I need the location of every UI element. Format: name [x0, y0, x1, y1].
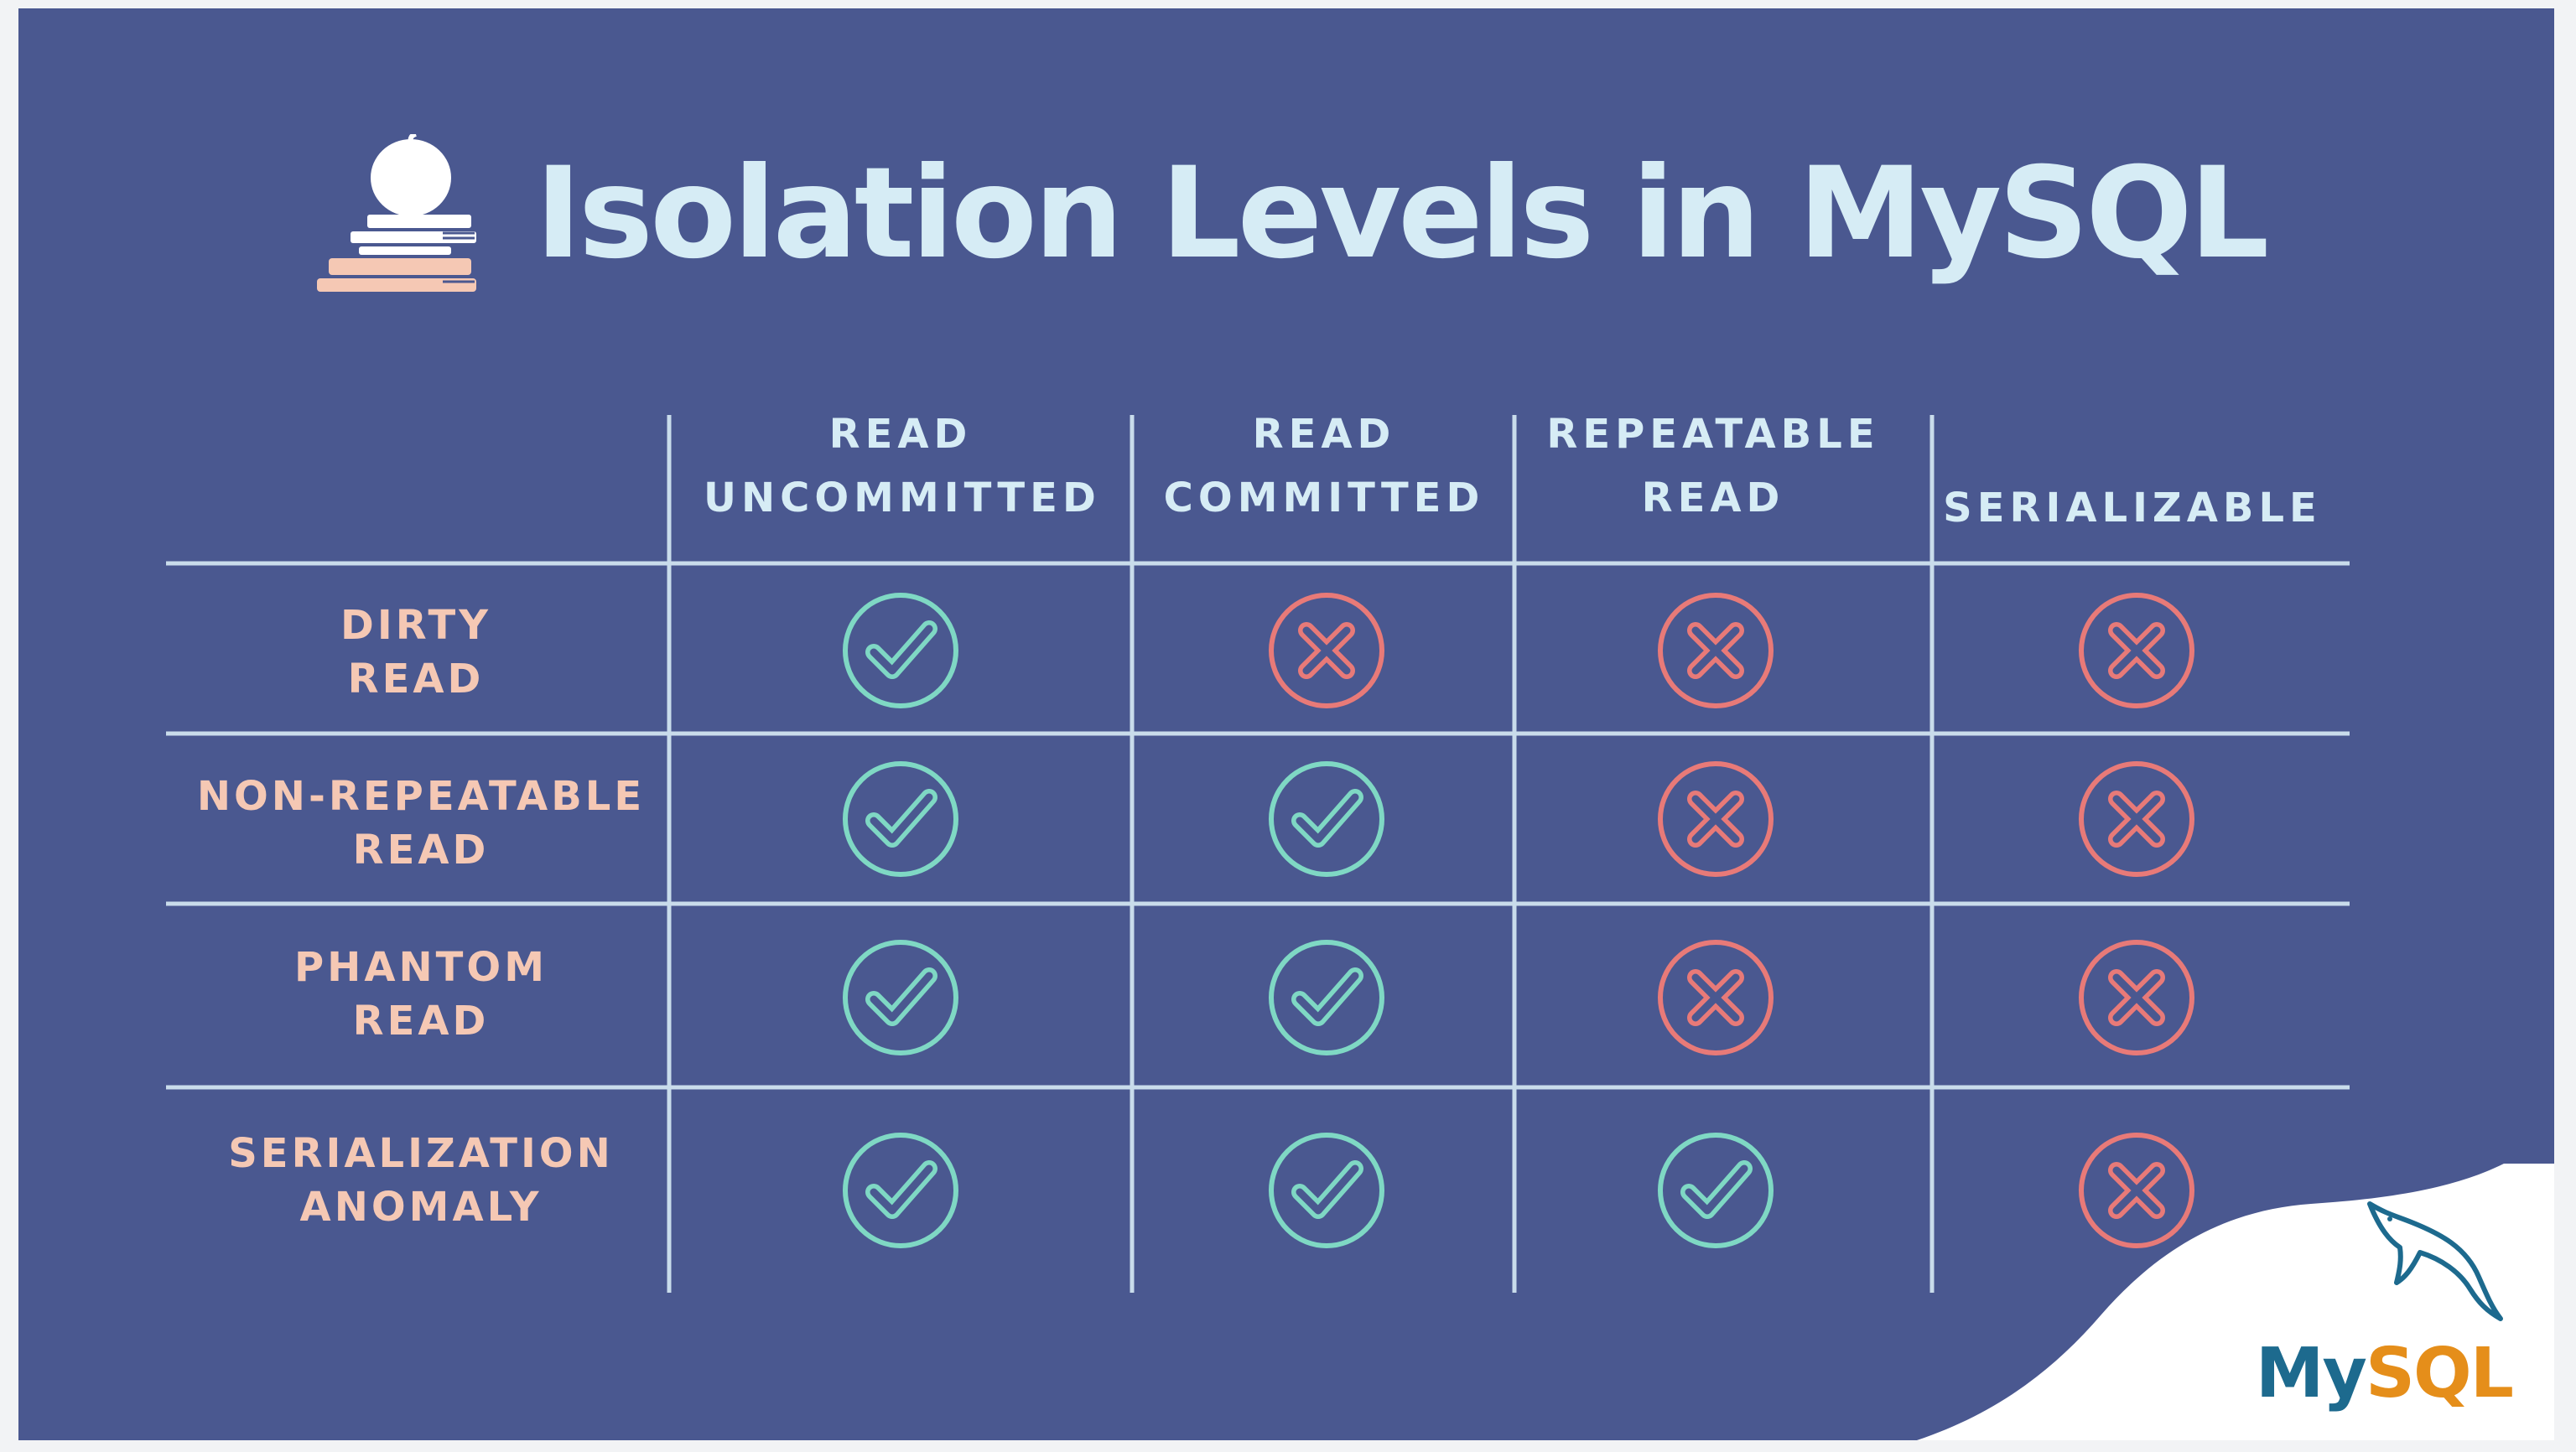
- cross-circle-icon: [2079, 1133, 2194, 1248]
- row-header-line: READ: [352, 827, 490, 874]
- check-circle-icon: [843, 1133, 958, 1248]
- check-circle-icon: [843, 761, 958, 877]
- row-header-line: DIRTY: [340, 602, 491, 649]
- cross-circle-icon: [1269, 593, 1384, 708]
- row-header-line: PHANTOM: [294, 944, 548, 991]
- slide: Isolation Levels in MySQL READ UNCOMMITT…: [18, 8, 2554, 1440]
- title-text: Isolation Levels in MySQL: [535, 141, 2269, 287]
- column-header-read-committed: READ COMMITTED: [1127, 402, 1521, 530]
- column-header-line: READ: [1252, 411, 1396, 458]
- column-header-line: REPEATABLE: [1546, 411, 1880, 458]
- column-header-line: READ: [1641, 474, 1785, 521]
- books-apple-icon: [317, 134, 476, 292]
- column-header-line: UNCOMMITTED: [704, 474, 1101, 521]
- row-header-phantom-read: PHANTOM READ: [169, 941, 673, 1048]
- check-circle-icon: [843, 593, 958, 708]
- cross-circle-icon: [1658, 593, 1774, 708]
- column-header-repeatable-read: REPEATABLE READ: [1516, 402, 1910, 530]
- row-header-line: ANOMALY: [299, 1184, 543, 1231]
- cross-circle-icon: [2079, 761, 2194, 877]
- logo-sql: SQL: [2365, 1334, 2514, 1413]
- row-header-line: READ: [347, 656, 485, 703]
- column-header-line: READ: [828, 411, 973, 458]
- row-header-serialization-anomaly: SERIALIZATION ANOMALY: [169, 1127, 673, 1234]
- row-header-line: SERIALIZATION: [228, 1130, 614, 1177]
- cross-circle-icon: [2079, 593, 2194, 708]
- cross-circle-icon: [1658, 940, 1774, 1055]
- column-header-line: COMMITTED: [1163, 474, 1485, 521]
- row-header-line: NON-REPEATABLE: [196, 773, 646, 820]
- cross-circle-icon: [1658, 761, 1774, 877]
- logo-my: My: [2255, 1334, 2367, 1413]
- table-grid: [166, 415, 2350, 1293]
- check-circle-icon: [1658, 1133, 1774, 1248]
- column-header-line: SERIALIZABLE: [1943, 485, 2322, 532]
- column-header-read-uncommitted: READ UNCOMMITTED: [704, 402, 1098, 530]
- cross-circle-icon: [2079, 940, 2194, 1055]
- check-circle-icon: [843, 940, 958, 1055]
- check-circle-icon: [1269, 940, 1384, 1055]
- column-header-serializable: SERIALIZABLE: [1935, 476, 2329, 540]
- logo-background-wave: [1917, 1164, 2554, 1440]
- page-title: Isolation Levels in MySQL: [317, 117, 2269, 310]
- mysql-logo: MySQL: [2255, 1334, 2514, 1413]
- check-circle-icon: [1269, 761, 1384, 877]
- row-header-line: READ: [352, 998, 490, 1045]
- row-header-dirty-read: DIRTY READ: [164, 599, 667, 706]
- dolphin-icon: [2367, 1201, 2503, 1321]
- check-circle-icon: [1269, 1133, 1384, 1248]
- row-header-non-repeatable-read: NON-REPEATABLE READ: [169, 770, 673, 877]
